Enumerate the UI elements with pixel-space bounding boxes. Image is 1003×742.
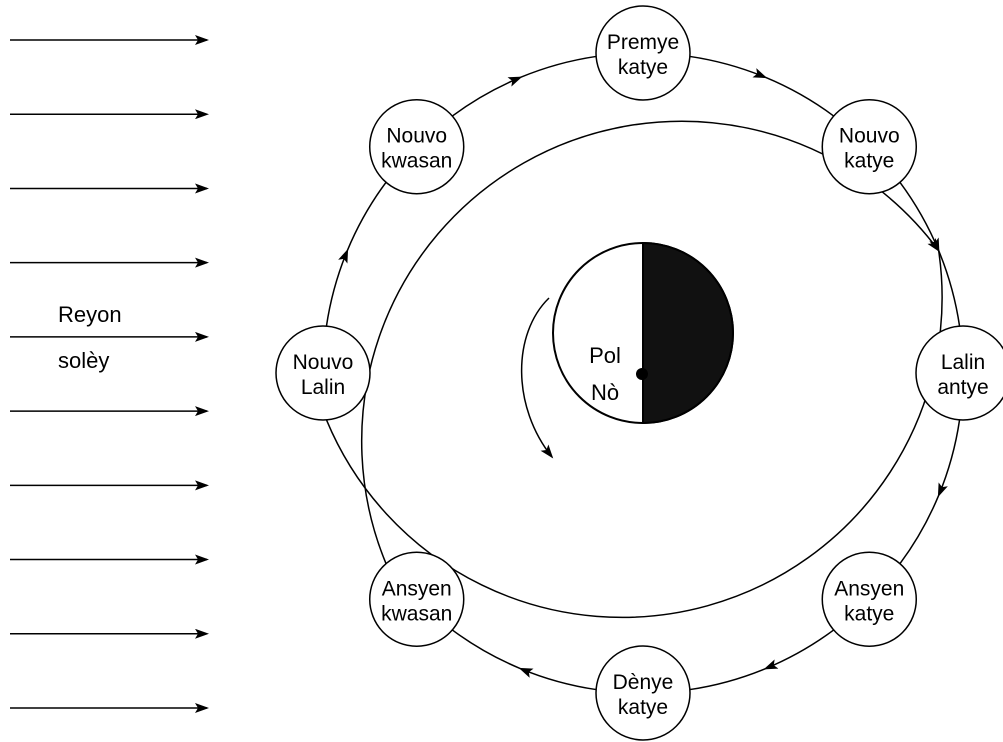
moon-phase-circle	[915, 325, 1003, 421]
moon-phase-label-line2: Lalin	[301, 376, 345, 399]
orbit-arc-arrow	[518, 667, 597, 691]
orbit-arc-arrow	[689, 55, 768, 79]
moon-phase-label-line2: katye	[844, 602, 894, 625]
orbit-arc	[937, 250, 961, 327]
north-pole-dot	[636, 368, 648, 380]
orbit-arc	[520, 55, 597, 79]
earth-label-line1: Pol	[589, 343, 621, 368]
moon-phase-label-line2: kwasan	[381, 150, 452, 173]
sunlight-label-line1: Reyon	[58, 302, 122, 327]
moon-phase-label-line1: Premye	[607, 31, 679, 54]
moon-phase-label-line2: kwasan	[381, 602, 452, 625]
orbit-arc-arrow	[325, 248, 349, 327]
moon-phase-label-line1: Ansyen	[382, 577, 452, 600]
moon-phase-circle	[368, 98, 465, 195]
earth: Pol Nò	[552, 241, 734, 425]
moon-phase-label-line2: katye	[618, 56, 668, 79]
orbit-arc	[899, 495, 940, 565]
moon-phase-label-line2: katye	[618, 696, 668, 719]
earth-night-side	[642, 241, 734, 425]
moon-phase-label-line1: Nouvo	[839, 125, 900, 148]
moon-phase-label-line1: Ansyen	[834, 577, 904, 600]
moon-phase-circle	[595, 645, 691, 741]
moon-phase-label-line2: antye	[937, 376, 988, 399]
moon-phase-label-line1: Lalin	[941, 351, 985, 374]
orbit-arc	[765, 76, 835, 117]
earth-rotation-arrow	[520, 297, 554, 459]
moon-phase-circle	[821, 551, 918, 648]
orbit-arc-arrow	[451, 76, 523, 117]
orbit-arc-arrow	[763, 629, 835, 670]
moon-phase-circle	[275, 325, 371, 421]
moon-phase-label-line1: Dènye	[613, 671, 674, 694]
moon-phases: NouvoLalinNouvokwasanPremyekatyeNouvokat…	[275, 5, 1003, 741]
sunlight-rays	[10, 35, 209, 713]
moon-phase-label-line2: katye	[844, 150, 894, 173]
moon-phase-circle	[368, 551, 465, 648]
earth-label-line2: Nò	[591, 380, 619, 405]
orbit-arc-arrow	[899, 181, 940, 253]
moon-phase-circle	[595, 5, 691, 101]
moon-phase-circle	[821, 98, 918, 195]
orbit-arc-arrow	[937, 419, 961, 498]
sunlight-label-line2: solèy	[58, 348, 109, 373]
orbit-arc	[451, 629, 521, 670]
orbit-arc	[689, 667, 766, 691]
moon-phase-label-line1: Nouvo	[386, 125, 447, 148]
orbit-arc	[346, 181, 387, 251]
moon-phase-label-line1: Nouvo	[293, 351, 354, 374]
